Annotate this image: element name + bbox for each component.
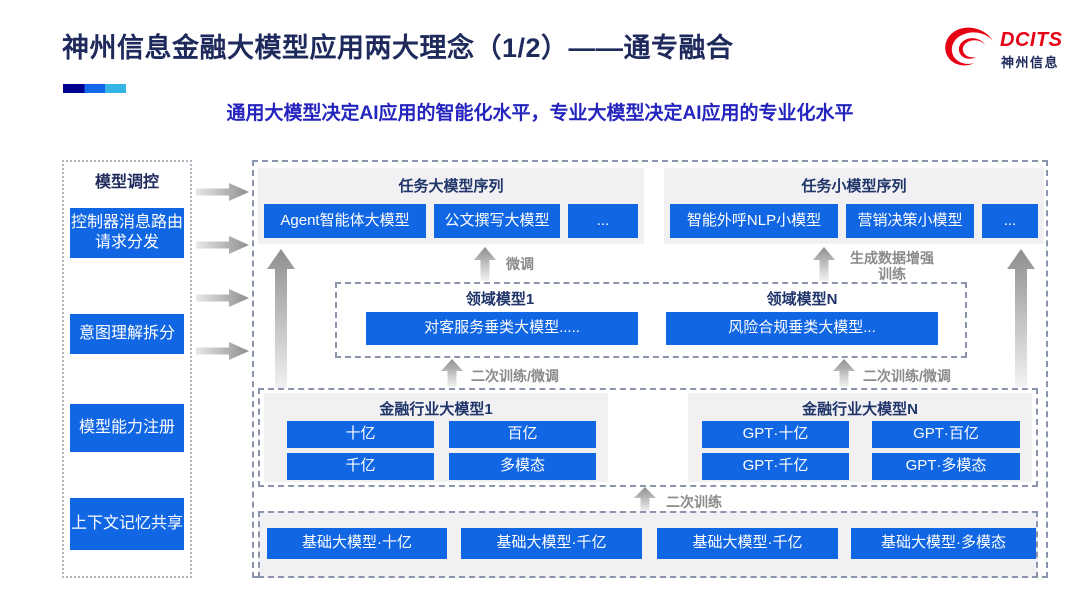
model-box-base-multimodal: 基础大模型·多模态: [851, 528, 1036, 559]
model-box-ten-billion: 百亿: [449, 421, 596, 448]
arrow-up-icon: [1007, 249, 1035, 387]
arrow-up-icon: [833, 359, 855, 387]
sidebar-title: 模型调控: [94, 174, 159, 191]
label-gen-data-line1: 生成数据增强: [850, 250, 934, 266]
task-small-model-title: 任务小模型序列: [801, 178, 907, 195]
model-box-multimodal: 多模态: [449, 453, 596, 480]
sidebar-item-context: 上下文记忆共享: [70, 498, 184, 550]
model-box-base-hundred-billion-1: 基础大模型·千亿: [461, 528, 642, 559]
model-box-agent: Agent智能体大模型: [264, 204, 426, 238]
label-fine-tune: 微调: [506, 256, 534, 272]
logo-wordmark: DCITS: [1000, 29, 1063, 51]
model-box-base-billion: 基础大模型·十亿: [267, 528, 447, 559]
domain-model-1-title: 领域模型1: [465, 291, 535, 308]
industry-model-1-title: 金融行业大模型1: [379, 401, 493, 418]
label-gen-data-augment: 生成数据增强 训练: [842, 250, 942, 282]
model-box-risk-compliance: 风险合规垂类大模型...: [666, 312, 938, 345]
model-box-marketing: 营销决策小模型: [846, 204, 974, 238]
model-box-gpt-billion: GPT·十亿: [702, 421, 849, 448]
model-box-gpt-ten-billion: GPT·百亿: [872, 421, 1020, 448]
arrow-up-icon: [267, 249, 295, 391]
dcits-logo-icon: [945, 27, 993, 66]
label-gen-data-line2: 训练: [878, 266, 906, 282]
sidebar-item-router: 控制器消息路由请求分发: [70, 208, 184, 258]
logo-company-name: 神州信息: [1001, 55, 1060, 70]
industry-model-n-title: 金融行业大模型N: [802, 401, 918, 418]
model-box-billion: 十亿: [287, 421, 434, 448]
model-box-gpt-multimodal: GPT·多模态: [872, 453, 1020, 480]
arrow-up-icon: [813, 247, 835, 281]
model-box-gpt-hundred-billion: GPT·千亿: [702, 453, 849, 480]
sidebar-item-intent: 意图理解拆分: [70, 314, 184, 354]
model-box-hundred-billion: 千亿: [287, 453, 434, 480]
label-secondary-train-left: 二次训练/微调: [471, 368, 559, 384]
model-box-more: ...: [568, 204, 638, 238]
arrow-right-icon: [196, 183, 249, 201]
title-accent-bar: [63, 84, 126, 93]
model-box-customer-service: 对客服务垂类大模型.....: [366, 312, 638, 345]
model-box-base-hundred-billion-2: 基础大模型·千亿: [657, 528, 838, 559]
arrow-up-icon: [441, 359, 463, 387]
domain-model-n-title: 领域模型N: [766, 291, 838, 308]
label-secondary-train-bottom: 二次训练: [666, 494, 722, 510]
label-secondary-train-right: 二次训练/微调: [863, 368, 951, 384]
model-box-outbound-nlp: 智能外呼NLP小模型: [670, 204, 838, 238]
model-box-more: ...: [982, 204, 1038, 238]
model-box-document-writing: 公文撰写大模型: [434, 204, 560, 238]
arrow-right-icon: [196, 342, 249, 360]
arrow-up-icon: [634, 487, 656, 512]
arrow-right-icon: [196, 289, 249, 307]
sidebar-item-capability: 模型能力注册: [70, 404, 184, 452]
arrow-right-icon: [196, 236, 249, 254]
task-large-model-title: 任务大模型序列: [398, 178, 504, 195]
arrow-up-icon: [474, 247, 496, 281]
slide-subtitle: 通用大模型决定AI应用的智能化水平，专业大模型决定AI应用的专业化水平: [226, 103, 854, 124]
page-title: 神州信息金融大模型应用两大理念（1/2）——通专融合: [62, 33, 734, 63]
